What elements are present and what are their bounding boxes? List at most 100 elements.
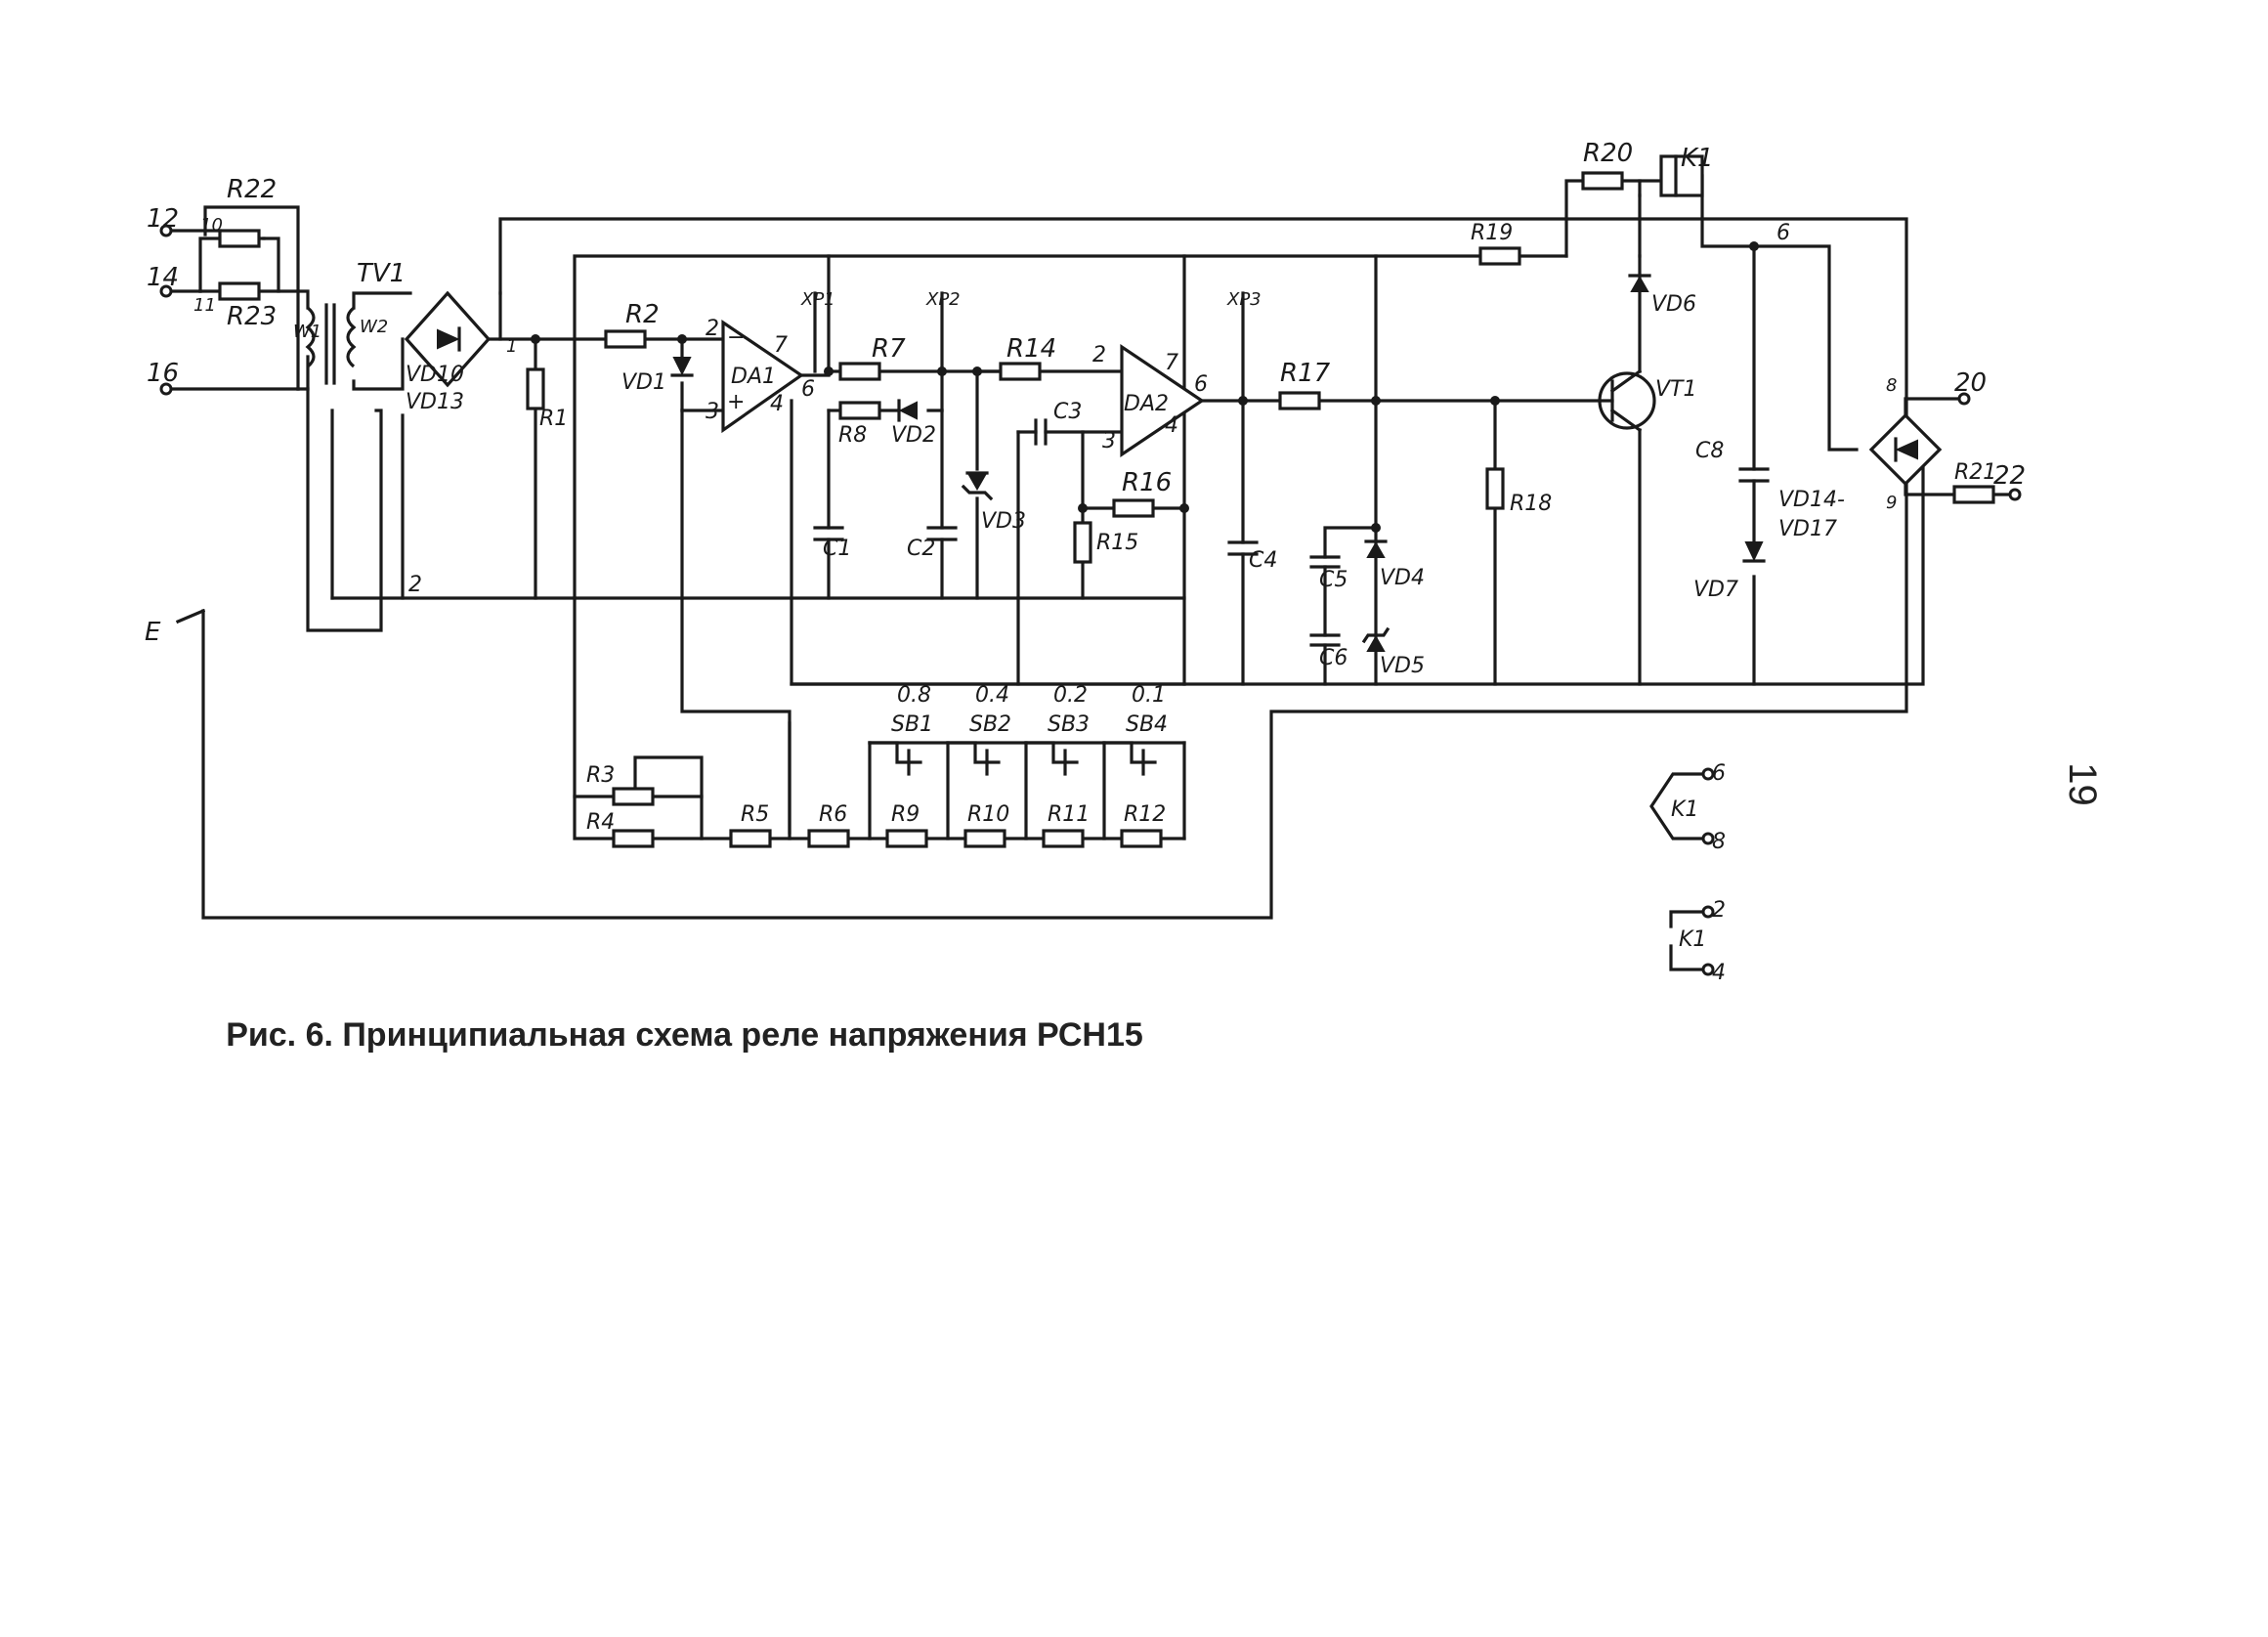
terminal-22 bbox=[2008, 488, 2022, 501]
label-c6: C6 bbox=[1319, 646, 1348, 670]
label-r8: R8 bbox=[838, 423, 867, 448]
label-terminal-16: 16 bbox=[147, 359, 179, 388]
label-r11: R11 bbox=[1048, 802, 1090, 827]
label-r12: R12 bbox=[1124, 802, 1166, 827]
bridge-vd10-vd13 bbox=[404, 290, 492, 388]
label-da2-pin7: 7 bbox=[1165, 351, 1178, 375]
label-node-2: 2 bbox=[408, 573, 422, 597]
vd3-symbol bbox=[967, 474, 987, 492]
label-node-1: 1 bbox=[506, 336, 517, 357]
vd2-symbol bbox=[898, 401, 918, 420]
op-amps bbox=[721, 319, 1205, 457]
r7-body bbox=[838, 362, 881, 381]
da2-body bbox=[1120, 344, 1205, 457]
resistors bbox=[218, 171, 1995, 848]
label-sb3-value: 0.2 bbox=[1053, 683, 1088, 708]
label-k1-contact-2: 2 bbox=[1712, 898, 1726, 923]
r21-body bbox=[1952, 485, 1995, 504]
label-terminal-14: 14 bbox=[147, 263, 179, 292]
label-da1-plus: + bbox=[727, 390, 745, 414]
r15-body bbox=[1073, 521, 1092, 564]
label-vd14: VD14- bbox=[1778, 488, 1845, 512]
label-node-8: 8 bbox=[1886, 375, 1897, 396]
relay-k1-contacts bbox=[1649, 772, 1707, 971]
label-da2: DA2 bbox=[1124, 392, 1169, 416]
vd4-symbol bbox=[1366, 540, 1386, 558]
labels: 12 14 16 10 11 R22 R23 TV1 W1 W2 VD10 VD… bbox=[145, 139, 2026, 985]
terminals bbox=[159, 224, 2022, 976]
label-sb1: SB1 bbox=[891, 712, 933, 737]
label-node-10: 10 bbox=[200, 215, 223, 236]
label-da1-pin3: 3 bbox=[706, 400, 719, 424]
label-r15: R15 bbox=[1096, 531, 1138, 555]
label-node-9: 9 bbox=[1886, 493, 1897, 513]
diodes bbox=[670, 274, 1766, 652]
label-r17: R17 bbox=[1280, 359, 1331, 388]
label-sb2-value: 0.4 bbox=[975, 683, 1009, 708]
label-vd1: VD1 bbox=[621, 370, 666, 395]
label-da2-pin2: 2 bbox=[1092, 343, 1106, 367]
vd6-symbol bbox=[1630, 275, 1649, 292]
label-c3: C3 bbox=[1053, 400, 1082, 424]
label-c4: C4 bbox=[1249, 548, 1277, 573]
r22-body bbox=[218, 229, 261, 248]
label-vd7: VD7 bbox=[1693, 578, 1738, 602]
terminal-12 bbox=[159, 224, 173, 237]
label-r2: R2 bbox=[625, 300, 660, 329]
transistor-vt1 bbox=[1598, 368, 1656, 433]
label-vd4: VD4 bbox=[1380, 566, 1425, 590]
vd1-symbol bbox=[672, 357, 692, 376]
figure-caption: Рис. 6. Принципиальная схема реле напряж… bbox=[226, 1016, 1143, 1054]
bridge-vd14-vd17 bbox=[1868, 412, 1943, 487]
label-xp1: XP1 bbox=[800, 289, 835, 310]
label-k1-contact-a: K1 bbox=[1671, 797, 1698, 822]
label-r18: R18 bbox=[1510, 492, 1552, 516]
r9-body bbox=[885, 829, 928, 848]
label-xp3: XP3 bbox=[1226, 289, 1262, 310]
label-sb2: SB2 bbox=[969, 712, 1011, 737]
label-c1: C1 bbox=[823, 537, 851, 561]
label-da1: DA1 bbox=[731, 365, 776, 389]
label-e: E bbox=[145, 618, 161, 647]
label-sb4: SB4 bbox=[1126, 712, 1168, 737]
r20-body bbox=[1581, 171, 1624, 191]
r3-body bbox=[612, 787, 655, 806]
label-w1: W1 bbox=[293, 322, 321, 342]
label-k1-contact-4: 4 bbox=[1712, 961, 1726, 985]
label-da2-pin3: 3 bbox=[1102, 429, 1116, 453]
da1-body bbox=[721, 319, 804, 434]
capacitors bbox=[813, 418, 1770, 647]
label-sb4-value: 0.1 bbox=[1132, 683, 1166, 708]
r17-body bbox=[1278, 391, 1321, 410]
vd7-symbol bbox=[1744, 541, 1764, 562]
label-da1-pin4: 4 bbox=[770, 392, 784, 416]
label-da1-pin6: 6 bbox=[801, 377, 815, 402]
label-c2: C2 bbox=[907, 537, 935, 561]
label-r5: R5 bbox=[741, 802, 769, 827]
r1-body bbox=[526, 367, 545, 410]
label-sb1-value: 0.8 bbox=[897, 683, 931, 708]
r14-body bbox=[999, 362, 1042, 381]
vd5-symbol bbox=[1366, 634, 1386, 652]
label-r20: R20 bbox=[1583, 139, 1633, 168]
label-vd17: VD17 bbox=[1778, 517, 1837, 541]
r5-body bbox=[729, 829, 772, 848]
label-node-11: 11 bbox=[193, 295, 216, 316]
r23-body bbox=[218, 281, 261, 301]
label-r23: R23 bbox=[227, 302, 277, 331]
label-vd10: VD10 bbox=[406, 363, 464, 387]
label-terminal-20: 20 bbox=[1954, 368, 1987, 398]
label-r14: R14 bbox=[1006, 334, 1056, 364]
r2-body bbox=[604, 329, 647, 349]
label-da1-pin2: 2 bbox=[706, 317, 719, 341]
label-vd3: VD3 bbox=[981, 509, 1026, 534]
label-k1: K1 bbox=[1681, 144, 1714, 173]
r11-body bbox=[1042, 829, 1085, 848]
label-vt1: VT1 bbox=[1655, 377, 1697, 402]
label-k1-contact-6: 6 bbox=[1712, 761, 1726, 786]
label-c8: C8 bbox=[1695, 439, 1724, 463]
r8-body bbox=[838, 401, 881, 420]
r16-body bbox=[1112, 498, 1155, 518]
transformer-tv1 bbox=[305, 303, 357, 385]
